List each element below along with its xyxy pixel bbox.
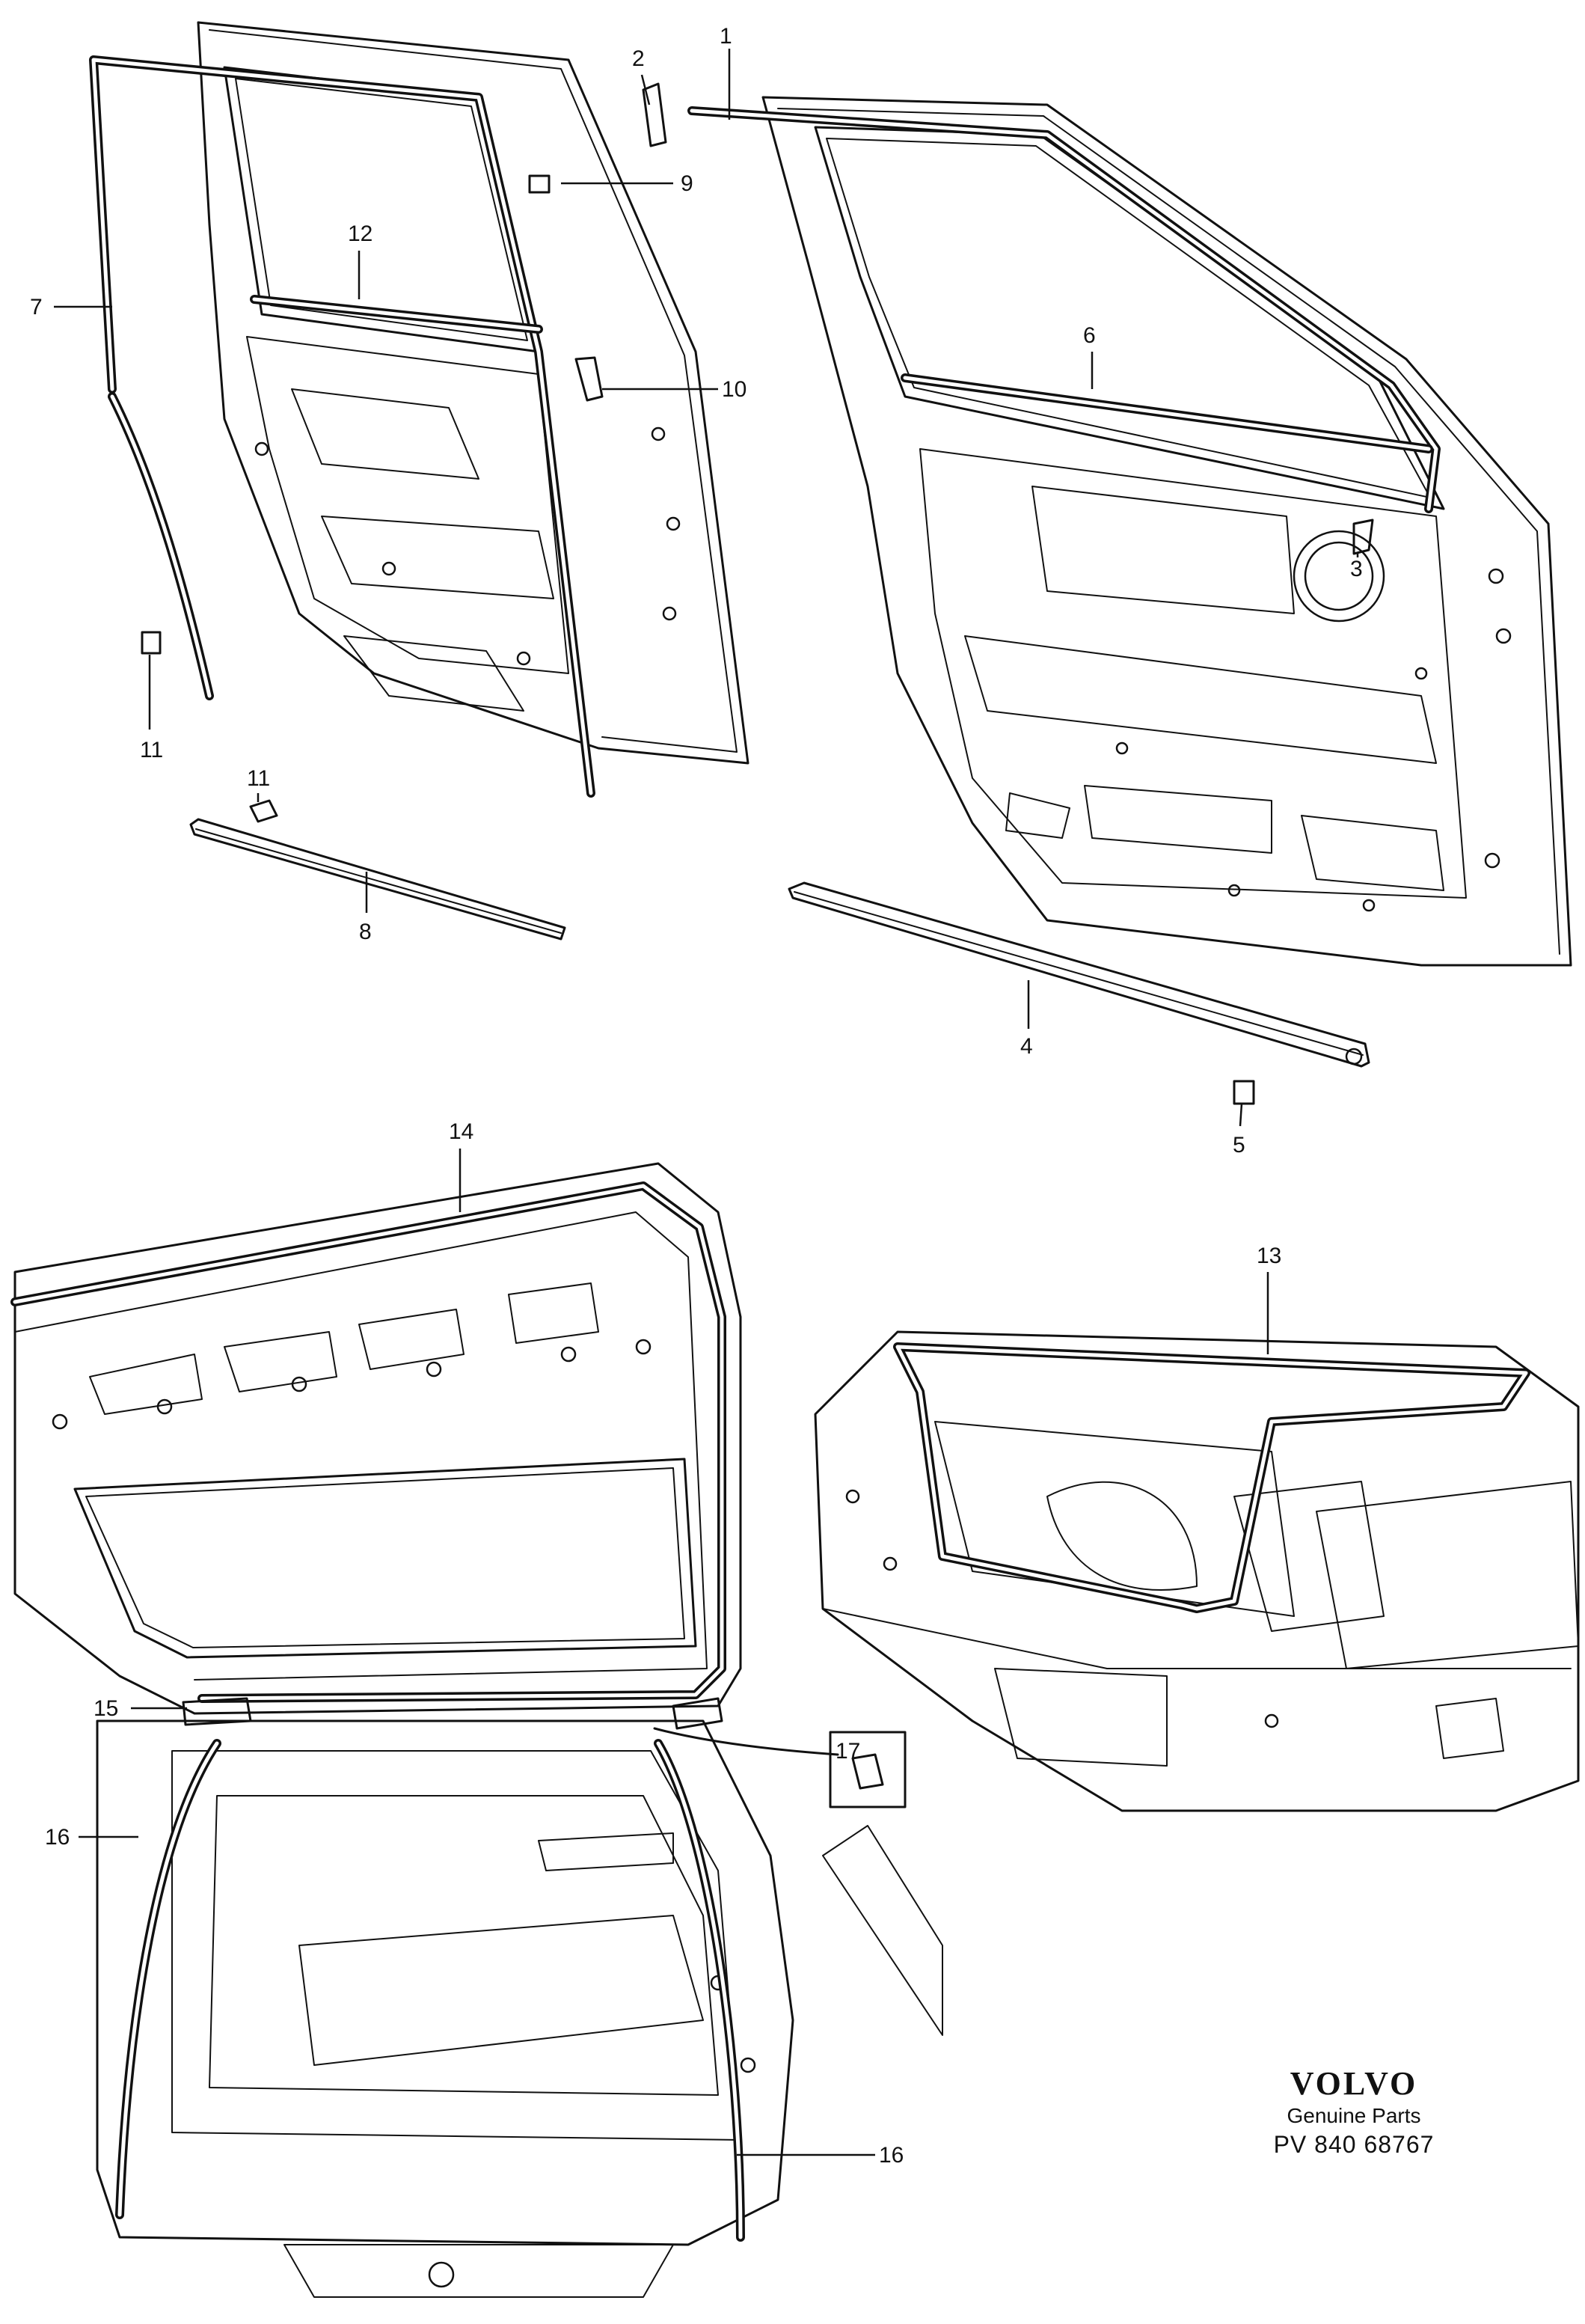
clip-11-lower xyxy=(249,799,278,823)
cargo-side-seal-left xyxy=(115,1739,221,2219)
callout-6: 6 xyxy=(1083,323,1096,348)
cargo-side-seal-right xyxy=(654,1739,745,2242)
clip-5 xyxy=(1233,1080,1255,1105)
callout-1: 1 xyxy=(720,24,732,49)
callout-5: 5 xyxy=(1233,1133,1245,1158)
tailgate-seal-corner-15 xyxy=(182,1697,252,1726)
callout-16-left: 16 xyxy=(45,1825,70,1850)
callout-4: 4 xyxy=(1020,1034,1033,1059)
clip-17 xyxy=(851,1753,884,1790)
leader-lines xyxy=(54,49,1359,2156)
brand-subtitle: Genuine Parts xyxy=(1287,2104,1421,2127)
callout-3: 3 xyxy=(1350,557,1363,581)
trunk-lid-seal xyxy=(893,1342,1530,1613)
front-door-drawing xyxy=(761,96,1572,967)
volvo-logo: VOLVO xyxy=(1290,2065,1418,2102)
rear-door-frame-weatherstrip xyxy=(89,55,595,798)
tailgate-seal-corner-15-right xyxy=(672,1697,723,1730)
callout-15: 15 xyxy=(93,1696,118,1721)
clip-2 xyxy=(642,82,667,147)
clip-11-upper xyxy=(141,631,162,655)
tailgate-drawing xyxy=(13,1162,742,1715)
clip-3 xyxy=(1352,519,1374,555)
detail-box-17 xyxy=(829,1731,907,1808)
callout-12: 12 xyxy=(348,221,373,246)
front-outer-belt-moulding xyxy=(788,881,1370,1068)
callout-2: 2 xyxy=(632,46,645,71)
diagram-code: PV 840 68767 xyxy=(1273,2131,1435,2158)
callout-8: 8 xyxy=(359,920,372,944)
callout-17: 17 xyxy=(836,1739,860,1764)
callout-11-lower: 11 xyxy=(247,766,270,791)
callout-13: 13 xyxy=(1257,1244,1281,1268)
clip-10 xyxy=(574,356,604,402)
callout-9: 9 xyxy=(681,171,693,196)
callout-7: 7 xyxy=(30,295,43,319)
rear-outer-belt-moulding xyxy=(189,818,566,941)
callout-11-upper: 11 xyxy=(140,738,163,762)
front-door-frame-weatherstrip xyxy=(687,106,1441,513)
brand-block: VOLVO Genuine Parts PV 840 68767 xyxy=(1234,2065,1474,2159)
callout-10: 10 xyxy=(722,377,746,402)
callout-14: 14 xyxy=(449,1119,473,1144)
clip-9 xyxy=(528,174,551,194)
trunk-drawing xyxy=(814,1330,1580,1812)
cargo-area-drawing xyxy=(96,1719,943,2298)
tailgate-weatherstrip xyxy=(10,1181,726,1703)
callout-16-right: 16 xyxy=(879,2143,904,2168)
